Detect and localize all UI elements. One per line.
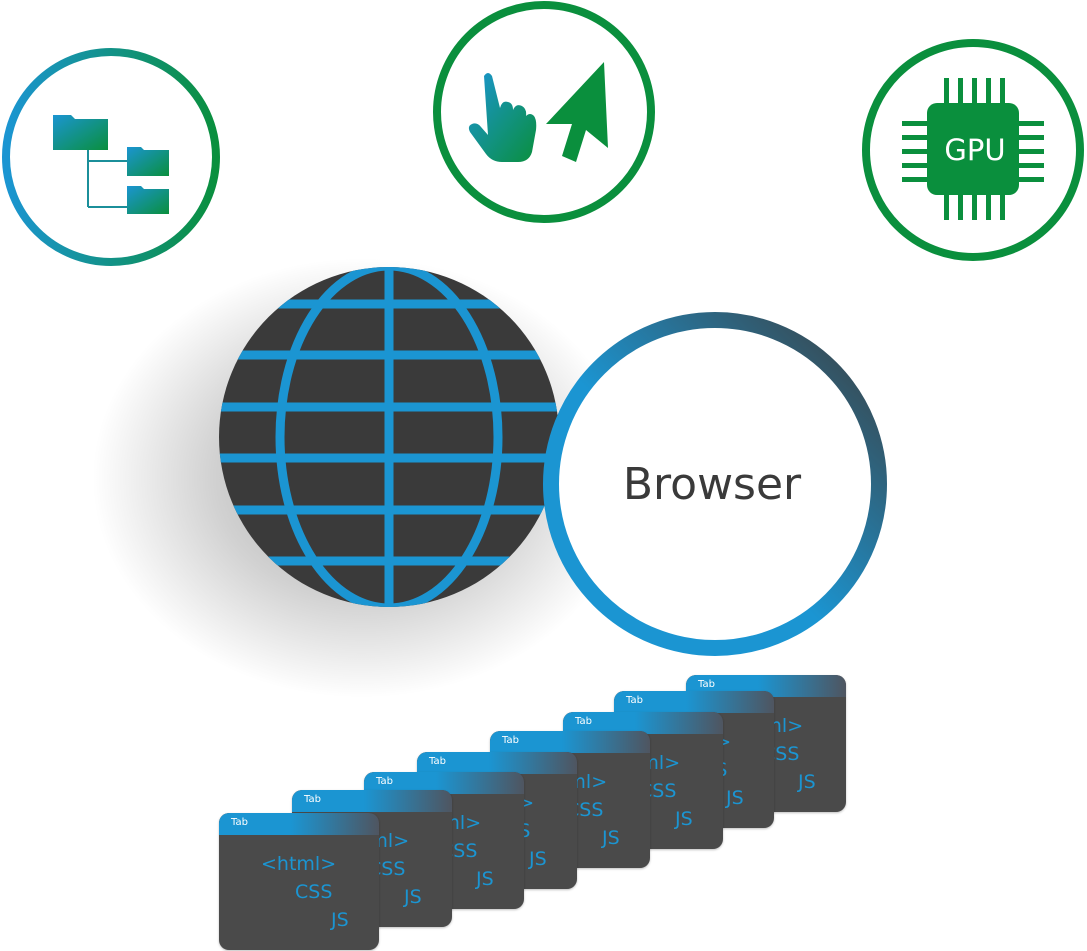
tab-label: Tab <box>698 679 715 690</box>
js-code-line: JS <box>331 909 349 931</box>
gpu-label: GPU <box>944 133 1005 167</box>
tab-header: Tab <box>490 731 650 753</box>
tab-label: Tab <box>304 794 321 805</box>
js-code-line: JS <box>675 808 693 830</box>
html-code-line: <html> <box>261 853 337 875</box>
js-code-line: JS <box>602 827 620 849</box>
gpu-circle: GPU <box>862 39 1084 261</box>
tab-label: Tab <box>626 695 643 706</box>
js-code-line: JS <box>798 771 816 793</box>
tab-label: Tab <box>575 716 592 727</box>
js-code-line: JS <box>726 787 744 809</box>
tab-label: Tab <box>429 756 446 767</box>
browser-label: Browser <box>623 459 802 510</box>
tab-label: Tab <box>231 817 248 828</box>
hand-pointer-cursor-icon <box>468 62 608 162</box>
js-code-line: JS <box>404 886 422 908</box>
js-code-line: JS <box>476 868 494 890</box>
tab-content: <html> CSS JS <box>219 835 379 950</box>
tab-header: Tab <box>292 790 452 812</box>
tab-header: Tab <box>364 772 524 794</box>
tab-header: Tab <box>563 712 723 734</box>
browser-tab-card: Tab <html> CSS JS <box>219 813 379 950</box>
folder-tree-circle <box>2 48 220 266</box>
gpu-chip-icon <box>902 78 1044 220</box>
browser-circle: Browser <box>543 312 887 656</box>
tab-header: Tab <box>219 813 379 835</box>
css-code-line: CSS <box>295 881 333 903</box>
tab-label: Tab <box>376 776 393 787</box>
tab-label: Tab <box>502 735 519 746</box>
globe-group <box>92 258 632 698</box>
tab-header: Tab <box>417 752 577 774</box>
input-circle <box>433 1 655 223</box>
tab-header: Tab <box>614 691 774 713</box>
folder-tree-icon <box>53 115 169 214</box>
js-code-line: JS <box>529 848 547 870</box>
tab-window: Tab <html> CSS JS <box>219 813 379 950</box>
